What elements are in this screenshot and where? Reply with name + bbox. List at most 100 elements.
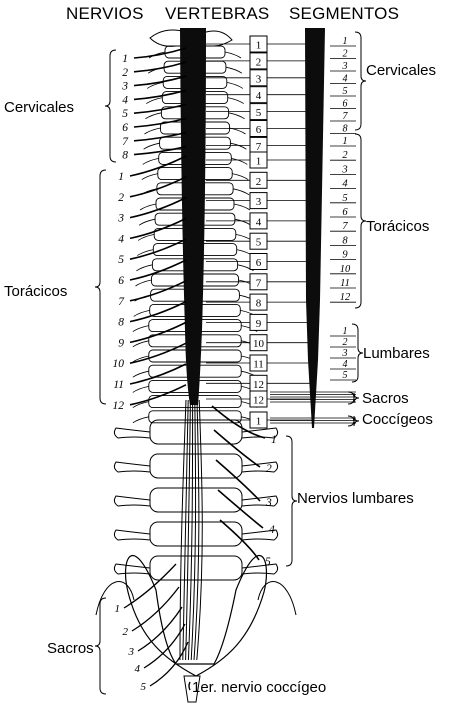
transverse-process [145, 128, 161, 134]
coccygeal-nerve-root [189, 682, 190, 690]
label-toracicos-right: Torácicos [366, 218, 429, 235]
transverse-process [133, 386, 149, 392]
nerve-number-thoracic: 10 [113, 358, 125, 370]
bracket-cervical-nerves [105, 50, 116, 162]
transverse-process [136, 280, 152, 286]
transverse-process [234, 204, 250, 210]
bracket-lumbar-nerves [286, 436, 297, 566]
nerve-number-cervical: 3 [121, 81, 128, 93]
bracket-thoracic-segments [355, 134, 366, 308]
transverse-process [140, 204, 156, 210]
vertebra-number-boxes: 1234567123456789101112121 [250, 36, 267, 428]
nerve-number-thoracic: 12 [113, 400, 125, 412]
nerve-number-thoracic: 11 [113, 379, 124, 391]
lumbar-transverse-left [114, 428, 150, 438]
segment-number-thoracic: 5 [342, 193, 347, 204]
vertebra-number: 2 [256, 176, 262, 188]
bracket-thoracic-nerves [95, 170, 106, 404]
lumbar-transverse-left [114, 496, 150, 506]
label-primer-nervio-coccigeo: 1er. nervio coccígeo [192, 679, 326, 696]
bracket-cervical-segments [355, 32, 366, 130]
segment-number-cervical: 5 [343, 86, 348, 97]
nerve-number-thoracic: 7 [118, 296, 125, 308]
cord-segment-column [305, 28, 325, 428]
thoracic-nerve-root [130, 281, 186, 301]
label-toracicos-left: Torácicos [4, 283, 67, 300]
thoracic-nerve-root [130, 239, 186, 259]
vertebra-number: 4 [256, 90, 262, 102]
vertebra-number: 3 [256, 196, 262, 208]
spinal-cord-canal [180, 28, 206, 405]
vertebra-number: 6 [256, 124, 262, 136]
nerve-number-cervical: 1 [122, 53, 128, 65]
label-sacros-right: Sacros [362, 390, 409, 407]
nerve-number-cervical: 8 [122, 150, 128, 162]
nerve-number-thoracic: 2 [118, 192, 124, 204]
segment-number-thoracic: 9 [342, 250, 348, 261]
transverse-process [229, 113, 245, 119]
nerve-number-thoracic: 8 [118, 317, 124, 329]
transverse-process [225, 52, 241, 58]
nerve-number-cervical: 4 [122, 94, 128, 106]
vertebra-number: 7 [256, 141, 262, 153]
transverse-process [226, 67, 242, 73]
lumbar-nerve-root [214, 430, 260, 467]
nerve-number-lumbar: 4 [269, 524, 275, 536]
transverse-process [142, 174, 158, 180]
lumbar-nerve-root [220, 520, 259, 560]
sacral-nerve-root [132, 587, 179, 631]
cervical-nerve-root [134, 119, 186, 128]
lumbar-vertebra [150, 454, 242, 478]
nerve-number-sacral: 4 [135, 663, 141, 675]
cauda-equina-strand [183, 400, 188, 660]
segment-number-cervical: 3 [342, 61, 348, 72]
vertebra-number: 7 [256, 277, 262, 289]
segment-number-thoracic: 12 [340, 292, 351, 303]
cervical-nerve-root [134, 104, 186, 113]
segment-number-thoracic: 7 [342, 221, 348, 232]
lumbar-transverse-left [114, 462, 150, 472]
nerve-number-thoracic: 3 [117, 213, 124, 225]
label-lumbares-right: Lumbares [363, 345, 430, 362]
transverse-process [133, 371, 149, 377]
transverse-process [227, 82, 243, 88]
vertebra-number: 9 [256, 318, 262, 330]
transverse-process [143, 158, 159, 164]
vertebra-number: 4 [256, 216, 262, 228]
segment-number-cervical: 6 [343, 99, 348, 110]
vertebra-number: 8 [256, 298, 262, 310]
vertebra-number: 10 [253, 338, 265, 350]
segment-number-thoracic: 2 [342, 150, 348, 161]
transverse-process [133, 417, 149, 423]
segment-number-cervical: 7 [343, 111, 349, 122]
thoracic-nerve-root [130, 198, 186, 218]
nerve-number-thoracic: 6 [118, 275, 124, 287]
transverse-process [235, 219, 251, 225]
nerve-number-lumbar: 1 [271, 434, 277, 446]
segment-number-thoracic: 3 [341, 164, 347, 175]
vertebra-number: 2 [256, 56, 262, 68]
vertebra-number: 12 [253, 379, 264, 391]
iliac-wing-right [258, 582, 296, 615]
transverse-process [231, 158, 247, 164]
nerve-number-sacral: 1 [115, 603, 121, 615]
nerve-number-cervical: 7 [122, 136, 129, 148]
cervical-nerve-root [134, 76, 186, 85]
vertebra-number: 12 [253, 395, 264, 407]
segment-number-thoracic: 11 [340, 278, 350, 289]
lumbar-vertebra [150, 420, 242, 444]
segment-number-lumbar: 3 [342, 348, 348, 359]
thoracic-nerve-root [130, 343, 186, 363]
nerve-number-thoracic: 1 [118, 171, 124, 183]
label-nervios-lumbares: Nervios lumbares [297, 490, 414, 507]
segment-number-thoracic: 4 [342, 179, 348, 190]
nerve-number-lumbar: 2 [266, 463, 272, 475]
transverse-process [136, 265, 152, 271]
thoracic-nerve-root [130, 385, 186, 405]
vertebra-number: 1 [256, 156, 262, 168]
nerve-number-sacral: 2 [123, 626, 129, 638]
segment-number-thoracic: 8 [342, 235, 348, 246]
nerve-number-lumbar: 5 [265, 556, 271, 568]
vertebra-number: 5 [256, 107, 262, 119]
label-cervicales-left: Cervicales [4, 99, 74, 116]
